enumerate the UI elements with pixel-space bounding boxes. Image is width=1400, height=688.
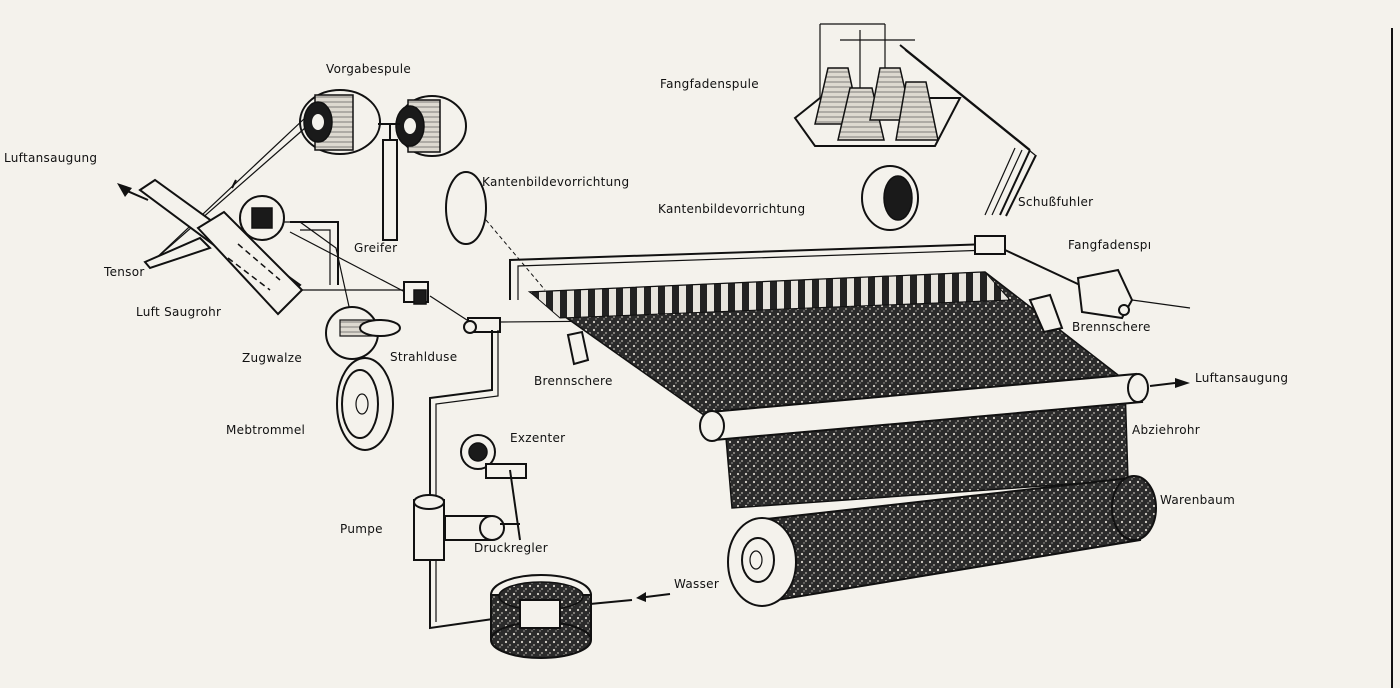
kantenbildevorrichtung-disc-1 xyxy=(445,171,546,291)
fangfadenspule-creel xyxy=(793,23,1037,217)
luft-saugrohr xyxy=(117,178,304,316)
fangfaden-device xyxy=(1028,268,1191,334)
label-greifer: Greifer xyxy=(354,241,398,255)
label-kantenbildevorrichtung-1: Kantenbildevorrichtung xyxy=(482,175,630,189)
label-luft-saugrohr: Luft Saugrohr xyxy=(136,305,222,319)
label-abziehrohr: Abziehrohr xyxy=(1132,423,1200,437)
label-schussfuhler: Schußfuhler xyxy=(1018,195,1094,209)
strahlduse xyxy=(403,281,501,334)
loom-frame xyxy=(509,235,1081,300)
label-vorgabespule: Vorgabespule xyxy=(326,62,412,76)
zugwalze xyxy=(325,306,401,360)
label-brennschere-left: Brennschere xyxy=(534,374,613,388)
label-zugwalze: Zugwalze xyxy=(242,351,303,365)
label-fangfadenspi: Fangfadenspı xyxy=(1068,238,1152,252)
vorgabespule-spools xyxy=(299,89,467,241)
label-luftansaugung-right: Luftansaugung xyxy=(1195,371,1289,385)
abziehrohr xyxy=(699,372,1190,442)
tensor-clamp xyxy=(239,195,339,285)
mebtrommel xyxy=(336,357,394,451)
brennschere-bracket-left xyxy=(566,330,590,366)
pump-system xyxy=(413,330,671,659)
label-fangfadenspule: Fangfadenspule xyxy=(660,77,759,91)
label-kantenbildevorrichtung-2: Kantenbildevorrichtung xyxy=(658,202,806,216)
label-pumpe: Pumpe xyxy=(340,522,383,536)
label-druckregler: Druckregler xyxy=(474,541,548,555)
warenbaum xyxy=(727,475,1157,607)
label-wasser: Wasser xyxy=(674,577,720,591)
label-warenbaum: Warenbaum xyxy=(1160,493,1236,507)
label-strahlduse: Strahlduse xyxy=(390,350,458,364)
label-exzenter: Exzenter xyxy=(510,431,566,445)
label-brennschere-right: Brennschere xyxy=(1072,320,1151,334)
label-mebtrommel: Mebtrommel xyxy=(226,423,306,437)
label-tensor: Tensor xyxy=(104,265,145,279)
kantenbildevorrichtung-disc-2 xyxy=(861,165,919,231)
label-luftansaugung-left: Luftansaugung xyxy=(4,151,98,165)
